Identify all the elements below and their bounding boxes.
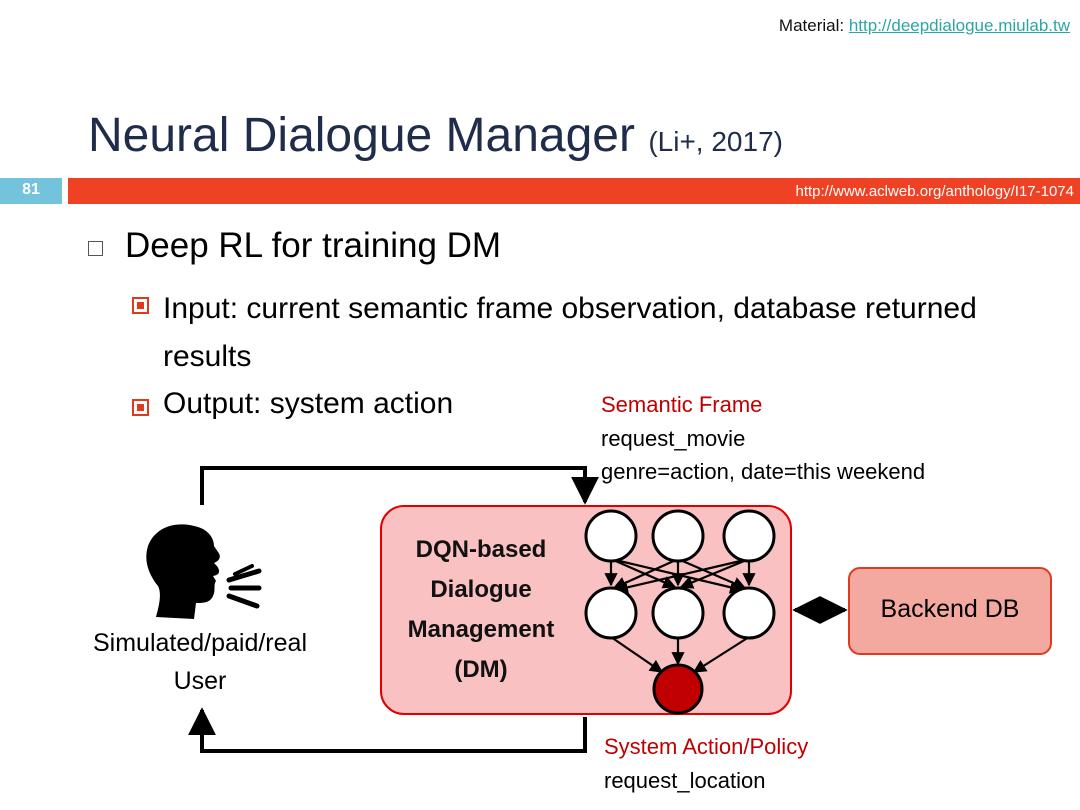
slide-title-main: Neural Dialogue Manager: [88, 109, 649, 162]
arrow-dm-to-user: [188, 707, 587, 753]
slide-number-box: [0, 178, 62, 204]
bullet-input: Input: current semantic frame observatio…: [163, 292, 977, 373]
bullet-filled-square-icon: [132, 297, 149, 314]
user-label-line2: User: [173, 667, 227, 695]
slide-title: Neural Dialogue Manager (Li+, 2017): [88, 108, 783, 163]
bullet-level1: Deep RL for training DM: [125, 226, 502, 265]
dm-label-line4: (DM): [454, 656, 508, 683]
dm-label-line3: Management: [407, 616, 555, 643]
system-action-title: System Action/Policy: [604, 734, 809, 759]
arrow-user-to-dm: [200, 466, 599, 505]
semantic-frame-title: Semantic Frame: [601, 392, 763, 417]
title-bar: [68, 178, 1080, 204]
dm-label: DQN-based Dialogue Management (DM): [383, 530, 579, 690]
reference-url[interactable]: http://www.aclweb.org/anthology/I17-1074: [795, 183, 1074, 200]
backend-db-box: [848, 567, 1052, 655]
bullet-output: Output: system action: [163, 387, 454, 420]
user-label: Simulated/paid/real User: [60, 624, 340, 700]
semantic-frame-slots: genre=action, date=this weekend: [601, 459, 926, 484]
slide-title-citation: (Li+, 2017): [648, 126, 783, 157]
system-action-value: request_location: [604, 768, 766, 793]
dm-label-line2: Dialogue: [430, 576, 532, 603]
material-prefix: Material:: [778, 16, 849, 35]
material-source: Material: http://deepdialogue.miulab.tw: [779, 16, 1070, 36]
backend-db-label: Backend DB: [880, 595, 1020, 623]
slide-number: 81: [22, 181, 40, 198]
user-label-line1: Simulated/paid/real: [92, 629, 307, 657]
dm-label-line1: DQN-based: [415, 536, 547, 563]
semantic-frame-intent: request_movie: [601, 426, 746, 451]
bullet-square-icon: [88, 241, 103, 256]
bullet-filled-square-icon: [132, 399, 149, 416]
material-link[interactable]: http://deepdialogue.miulab.tw: [848, 16, 1070, 35]
speaking-head-icon: [146, 524, 262, 619]
